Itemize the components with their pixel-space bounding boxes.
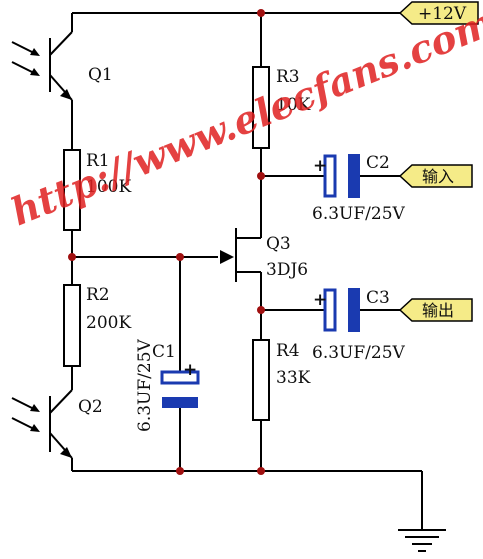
q3-type: 3DJ6 (266, 260, 308, 280)
c3-label: C3 (366, 288, 390, 308)
capacitor-c1: + C1 6.3UF/25V (135, 338, 200, 432)
light-arrows-icon (11, 397, 40, 432)
terminal-input: 输入 (398, 164, 473, 188)
c1-plus-sign: + (183, 360, 197, 380)
c3-plus-sign: + (313, 290, 327, 310)
r2-label: R2 (86, 285, 110, 305)
junction-dot (257, 467, 265, 475)
q3-label: Q3 (266, 234, 291, 254)
terminal-output: 输出 (398, 298, 473, 322)
watermark: http://www.elecfans.com (5, 0, 483, 234)
r3-label: R3 (276, 67, 300, 87)
r2-value: 200K (86, 313, 131, 333)
q2-label: Q2 (78, 397, 103, 417)
r3-value: 10K (276, 95, 311, 115)
junction-dot (176, 253, 184, 261)
junction-dot (257, 172, 265, 180)
c2-plus-sign: + (313, 156, 327, 176)
q1-label: Q1 (88, 65, 113, 85)
c2-value: 6.3UF/25V (312, 204, 406, 224)
r4-value: 33K (276, 368, 311, 388)
terminal-supply: +12V (398, 1, 479, 25)
r1-label: R1 (86, 151, 110, 171)
resistor-r2: R2 200K (63, 284, 131, 367)
ground-icon (398, 529, 446, 552)
junction-dot (68, 253, 76, 261)
resistor-r1: R1 100K (63, 149, 131, 231)
c1-label: C1 (152, 342, 176, 362)
resistor-r4: R4 33K (252, 339, 311, 421)
light-arrows-icon (11, 41, 40, 76)
phototransistor-q1: Q1 (11, 31, 113, 101)
capacitor-c2: + C2 6.3UF/25V (312, 153, 406, 224)
r1-value: 100K (86, 177, 131, 197)
terminal-input-label: 输入 (422, 167, 454, 186)
c1-value: 6.3UF/25V (135, 338, 155, 432)
c2-label: C2 (366, 153, 390, 173)
junction-dot (176, 467, 184, 475)
junction-dot (257, 306, 265, 314)
jfet-q3: Q3 3DJ6 (220, 228, 308, 282)
r4-label: R4 (276, 341, 300, 361)
junction-dot (257, 9, 265, 17)
terminal-output-label: 输出 (422, 301, 454, 320)
resistor-r3: R3 10K (252, 66, 311, 149)
capacitor-c3: + C3 6.3UF/25V (312, 288, 406, 363)
terminal-supply-label: +12V (418, 4, 467, 24)
junctions (68, 9, 265, 475)
c3-value: 6.3UF/25V (312, 343, 406, 363)
phototransistor-q2: Q2 (11, 389, 103, 459)
